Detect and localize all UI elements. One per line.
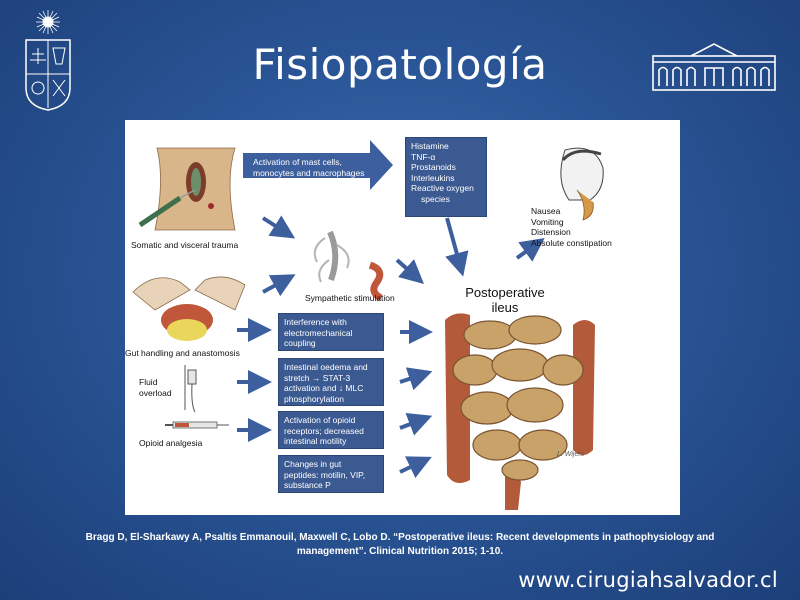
citation: Bragg D, El-Sharkawy A, Psaltis Emmanoui… [85,532,715,557]
postoperative-ileus-label: Postoperative ileus [465,285,545,315]
mechanism-box-electromechanical: Interference with electromechanical coup… [278,313,384,351]
trauma-label: Somatic and visceral trauma [131,240,239,250]
artist-signature: L. Wijers [557,451,585,458]
bowel-illustration [445,313,595,510]
iv-drip-illustration [184,365,197,413]
pathophysiology-figure: Activation of mast cells, monocytes and … [125,120,680,515]
mast-cells-box: Activation of mast cells, monocytes and … [253,157,365,178]
sympathetic-label: Sympathetic stimulation [305,293,395,303]
slide-title: Fisiopatología [252,40,548,89]
mast-cells-big-arrow [243,140,393,190]
website-url[interactable]: www.cirugiahsalvador.cl [518,568,778,592]
opioid-analgesia-label: Opioid analgesia [139,438,203,448]
nauseated-patient-illustration [560,147,604,221]
abdomen-trauma-illustration [138,147,236,231]
mechanism-box-oedema: Intestinal oedema and stretch → STAT-3 a… [278,358,384,406]
figure-illustrations [132,140,604,510]
fluid-overload-label: Fluid overload [139,377,172,398]
sympathetic-chain-illustration [313,230,384,302]
syringe-illustration [165,421,229,429]
hospital-building-logo [652,43,776,91]
symptoms-list: Nausea Vomiting Distension Absolute cons… [531,206,612,248]
gut-handling-label: Gut handling and anastomosis [125,348,240,358]
gut-handling-illustration [132,276,246,341]
university-crest-logo [25,10,71,111]
mechanism-box-opioid: Activation of opioid receptors; decrease… [278,411,384,449]
mechanism-box-gut-peptides: Changes in gut peptides: motilin, VIP, s… [278,455,384,493]
mediators-box: Histamine TNF-α Prostanoids Interleukins… [405,137,487,217]
